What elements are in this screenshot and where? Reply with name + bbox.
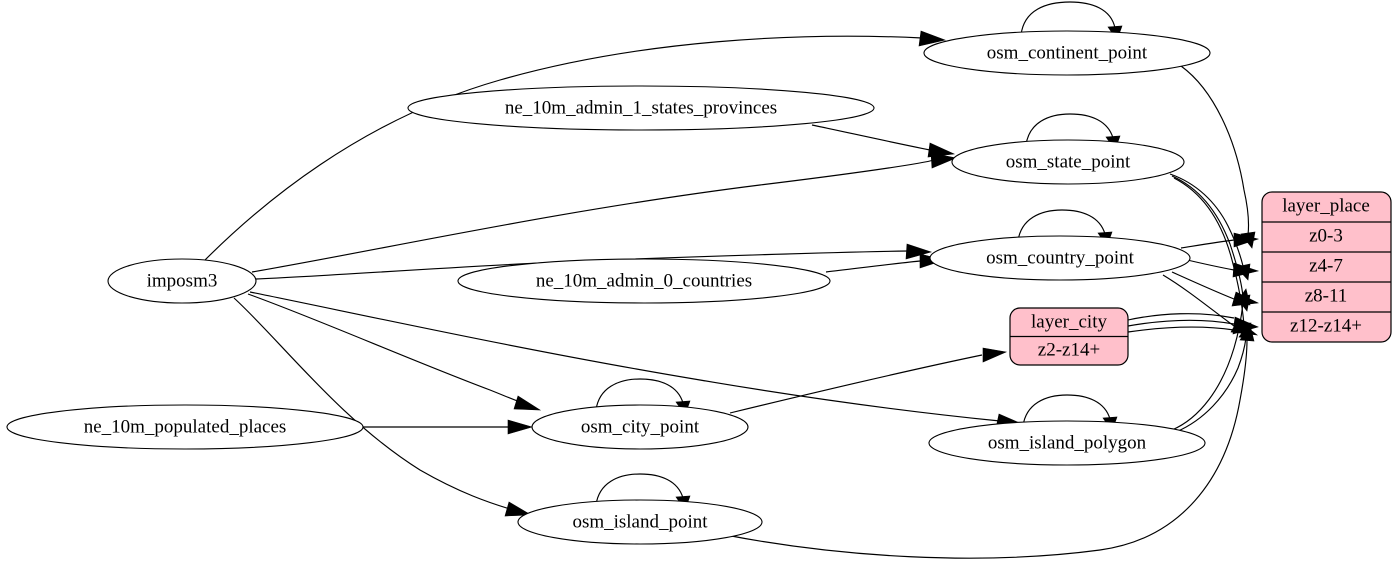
node-layer_city[interactable]: layer_city z2-z14+ bbox=[1009, 307, 1129, 366]
node-osm_city_point[interactable]: osm_city_point bbox=[531, 404, 749, 450]
edge-imposm3-to-osm_state_point bbox=[251, 152, 958, 273]
node-osm_country_point[interactable]: osm_country_point bbox=[929, 235, 1191, 281]
node-osm_island_point-shape[interactable] bbox=[517, 499, 763, 545]
node-layer_place-row-z0-3[interactable]: z0-3 bbox=[1309, 225, 1343, 246]
node-osm_state_point-shape[interactable] bbox=[951, 139, 1185, 185]
edge-osm_island_polygon-to-layer_place-z8-11 bbox=[1171, 288, 1251, 431]
node-layer_city-row-z2-z14[interactable]: z2-z14+ bbox=[1038, 339, 1100, 360]
node-osm_island_point[interactable]: osm_island_point bbox=[517, 499, 763, 545]
node-ne_10m_admin_0_countries-shape[interactable] bbox=[457, 258, 831, 304]
node-osm_city_point-label: osm_city_point bbox=[581, 416, 700, 437]
edge-imposm3-to-osm_city_point bbox=[247, 293, 542, 411]
node-layer_place-box[interactable] bbox=[1261, 191, 1392, 343]
node-layer_place-row-z12-z14[interactable]: z12-z14+ bbox=[1290, 315, 1362, 336]
node-ne_10m_admin_0_countries-label: ne_10m_admin_0_countries bbox=[536, 270, 752, 291]
node-ne_10m_admin_1_states_provinces-label: ne_10m_admin_1_states_provinces bbox=[505, 97, 777, 118]
node-layer_place-header: layer_place bbox=[1282, 195, 1370, 216]
edge-osm_country_point-to-layer_place-z0-3 bbox=[1180, 232, 1260, 249]
edge-ne_10m_admin_1_states_provinces-to-osm_state_point bbox=[811, 124, 956, 158]
node-ne_10m_admin_1_states_provinces[interactable]: ne_10m_admin_1_states_provinces bbox=[407, 85, 875, 131]
node-osm_continent_point[interactable]: osm_continent_point bbox=[923, 30, 1211, 76]
node-osm_country_point-label: osm_country_point bbox=[986, 247, 1134, 268]
node-layer_place-row-z4-7[interactable]: z4-7 bbox=[1309, 255, 1343, 276]
edge-osm_city_point-to-layer_city-z2-z14 bbox=[729, 347, 1008, 414]
node-imposm3-label: imposm3 bbox=[147, 270, 218, 291]
node-osm_city_point-shape[interactable] bbox=[531, 404, 749, 450]
edge-imposm3-to-osm_continent_point bbox=[203, 30, 947, 262]
node-osm_island_polygon-shape[interactable] bbox=[928, 420, 1206, 466]
node-osm_state_point[interactable]: osm_state_point bbox=[951, 139, 1185, 185]
node-ne_10m_populated_places[interactable]: ne_10m_populated_places bbox=[6, 404, 364, 450]
node-imposm3[interactable]: imposm3 bbox=[107, 258, 257, 304]
node-layer_city-header: layer_city bbox=[1031, 311, 1107, 332]
node-osm_continent_point-shape[interactable] bbox=[923, 30, 1211, 76]
node-ne_10m_admin_1_states_provinces-shape[interactable] bbox=[407, 85, 875, 131]
edge-imposm3-to-osm_island_point bbox=[233, 297, 533, 517]
edge-osm_continent_point-to-layer_place-z0-3 bbox=[1180, 65, 1256, 249]
node-ne_10m_populated_places-shape[interactable] bbox=[6, 404, 364, 450]
node-osm_island_polygon[interactable]: osm_island_polygon bbox=[928, 420, 1206, 466]
node-imposm3-shape[interactable] bbox=[107, 258, 257, 304]
edge-ne_10m_admin_0_countries-to-osm_country_point bbox=[825, 253, 946, 273]
node-osm_continent_point-label: osm_continent_point bbox=[987, 42, 1148, 63]
node-layer: imposm3 ne_10m_populated_places ne_10m_a… bbox=[6, 30, 1211, 545]
node-ne_10m_populated_places-label: ne_10m_populated_places bbox=[84, 416, 287, 437]
record-node-layer: layer_city z2-z14+ layer_place z0-3 z4-7… bbox=[1009, 191, 1392, 366]
node-layer_place[interactable]: layer_place z0-3 z4-7 z8-11 z12-z14+ bbox=[1261, 191, 1392, 343]
node-osm_island_point-label: osm_island_point bbox=[572, 511, 708, 532]
node-ne_10m_admin_0_countries[interactable]: ne_10m_admin_0_countries bbox=[457, 258, 831, 304]
node-osm_island_polygon-label: osm_island_polygon bbox=[988, 432, 1147, 453]
node-osm_country_point-shape[interactable] bbox=[929, 235, 1191, 281]
node-osm_state_point-label: osm_state_point bbox=[1006, 151, 1131, 172]
edge-osm_island_point-to-layer_place-z12-z14 bbox=[725, 324, 1255, 559]
edge-ne_10m_populated_places-to-osm_city_point bbox=[363, 419, 534, 435]
node-layer_place-row-z8-11[interactable]: z8-11 bbox=[1305, 285, 1348, 306]
